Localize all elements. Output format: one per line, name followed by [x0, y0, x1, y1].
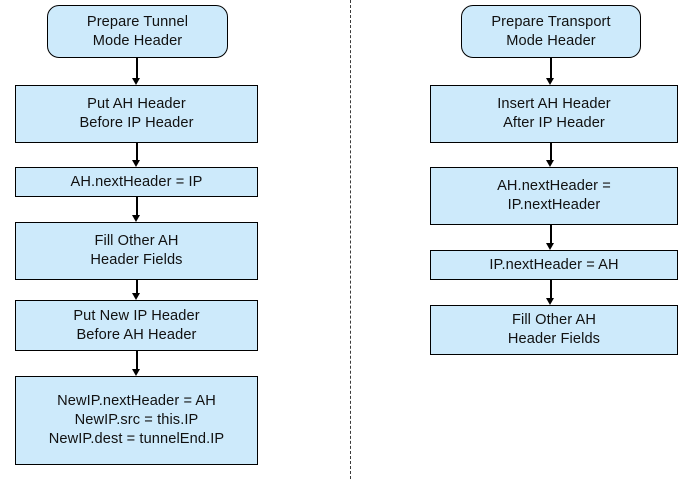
connector-line: [136, 58, 138, 79]
node-put-ah-header-before-ip-header[interactable]: Put AH Header Before IP Header: [15, 85, 258, 143]
node-fill-other-ah-header-fields[interactable]: Fill Other AH Header Fields: [15, 222, 258, 280]
node-prepare-transport-mode-header[interactable]: Prepare Transport Mode Header: [461, 5, 641, 58]
connector-line: [550, 225, 552, 244]
node-label: NewIP.nextHeader = AH NewIP.src = this.I…: [48, 393, 225, 447]
connector-line: [550, 58, 552, 79]
arrowhead-icon: [546, 298, 555, 305]
node-ip-nextheader-equals-ah[interactable]: IP.nextHeader = AH: [430, 250, 678, 280]
arrowhead-icon: [132, 160, 141, 167]
node-label: Fill Other AH Header Fields: [90, 233, 183, 268]
node-prepare-tunnel-mode-header[interactable]: Prepare Tunnel Mode Header: [47, 5, 228, 58]
arrowhead-icon: [132, 293, 141, 300]
vertical-dashed-divider: [350, 0, 351, 479]
node-label: Fill Other AH Header Fields: [507, 312, 601, 347]
node-label: Insert AH Header After IP Header: [497, 96, 611, 131]
connector-line: [136, 143, 138, 161]
node-label: Prepare Transport Mode Header: [491, 13, 611, 49]
node-label: Put AH Header Before IP Header: [79, 96, 194, 131]
arrowhead-icon: [132, 78, 141, 85]
node-put-new-ip-header-before-ah-header[interactable]: Put New IP Header Before AH Header: [15, 300, 258, 351]
node-insert-ah-header-after-ip-header[interactable]: Insert AH Header After IP Header: [430, 85, 678, 143]
node-fill-other-ah-header-fields[interactable]: Fill Other AH Header Fields: [430, 305, 678, 355]
node-label: Prepare Tunnel Mode Header: [86, 13, 189, 49]
node-ah-nextheader-equals-ip[interactable]: AH.nextHeader = IP: [15, 167, 258, 197]
node-ah-nextheader-equals-ip-nextheader[interactable]: AH.nextHeader = IP.nextHeader: [430, 167, 678, 225]
arrowhead-icon: [546, 78, 555, 85]
arrowhead-icon: [132, 369, 141, 376]
arrowhead-icon: [132, 215, 141, 222]
arrowhead-icon: [546, 160, 555, 167]
arrowhead-icon: [546, 243, 555, 250]
node-newip-field-assignments[interactable]: NewIP.nextHeader = AH NewIP.src = this.I…: [15, 376, 258, 465]
connector-line: [136, 351, 138, 370]
node-label: AH.nextHeader = IP.nextHeader: [497, 178, 611, 213]
connector-line: [136, 280, 138, 294]
node-label: AH.nextHeader = IP: [70, 173, 203, 190]
connector-line: [136, 197, 138, 216]
node-label: Put New IP Header Before AH Header: [73, 307, 200, 343]
node-label: IP.nextHeader = AH: [489, 256, 619, 273]
connector-line: [550, 143, 552, 161]
connector-line: [550, 280, 552, 299]
